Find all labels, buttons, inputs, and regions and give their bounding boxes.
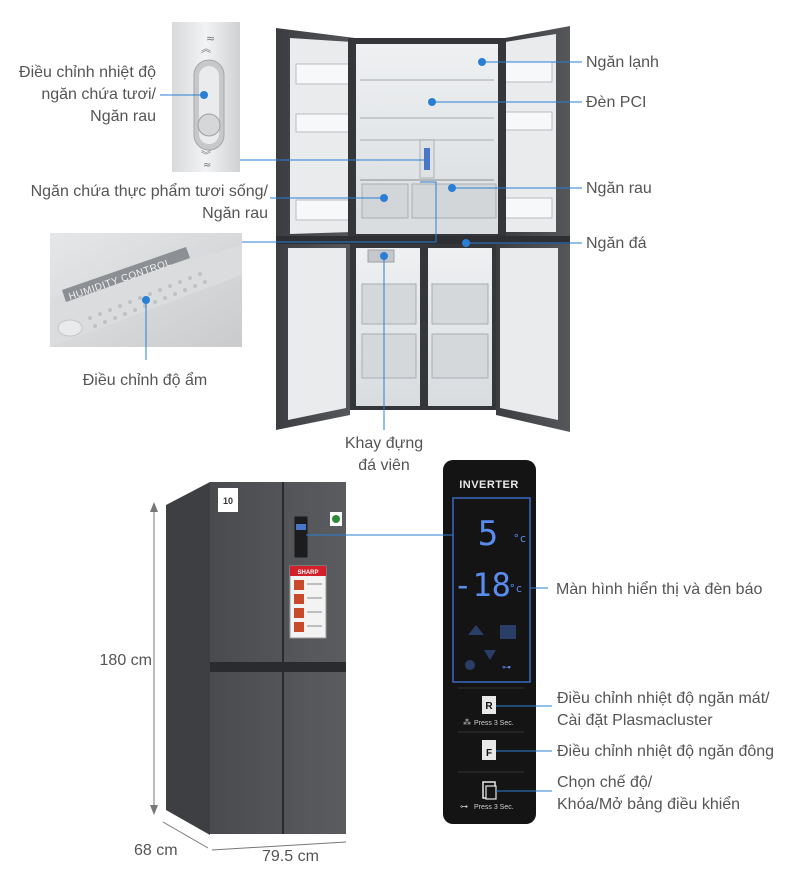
closed-refrigerator: 10 SHARP bbox=[166, 482, 346, 835]
label-fresh-food-line2: Ngăn rau bbox=[202, 205, 268, 222]
label-pci-light: Đèn PCI bbox=[586, 94, 647, 111]
svg-text:≈: ≈ bbox=[206, 32, 215, 45]
label-cold-compartment: Ngăn lạnh bbox=[586, 54, 659, 71]
label-vegetable-drawer: Ngăn rau bbox=[586, 180, 652, 197]
label-fridge-temp-line1: Điều chỉnh nhiệt độ ngăn mát/ bbox=[557, 690, 770, 707]
dimension-depth: 68 cm bbox=[134, 842, 178, 859]
svg-text:︽: ︽ bbox=[201, 44, 211, 55]
label-temp-fresh-line2: ngăn chứa tươi/ bbox=[41, 86, 156, 103]
label-mode-line2: Khóa/Mở bảng điều khiển bbox=[557, 796, 741, 813]
fridge-temp-key: R bbox=[485, 701, 493, 712]
freezer-temp-unit: °c bbox=[509, 582, 522, 595]
press-hint-2: Press 3 Sec. bbox=[474, 804, 514, 811]
inset-temperature-slider: ≈ ︽ ︾ ≈ bbox=[172, 22, 240, 172]
label-humidity-adjust: Điều chỉnh độ ẩm bbox=[82, 372, 208, 389]
control-panel: INVERTER 5 °c -18 °c ⊶ R ⁂ Press 3 Sec. … bbox=[443, 460, 536, 824]
open-refrigerator bbox=[276, 26, 570, 432]
dimension-lines bbox=[150, 502, 347, 851]
label-fridge-temp-line2: Cài đặt Plasmacluster bbox=[557, 712, 713, 729]
svg-text:⊶: ⊶ bbox=[502, 663, 511, 673]
label-temp-fresh-line1: Điều chỉnh nhiệt độ bbox=[19, 64, 156, 81]
label-ice-tray-line1: Khay đựng bbox=[344, 435, 424, 452]
svg-text:⊶: ⊶ bbox=[460, 802, 468, 811]
label-freezer-compartment: Ngăn đá bbox=[586, 235, 647, 252]
warranty-badge: 10 bbox=[223, 496, 233, 506]
fridge-temp-unit: °c bbox=[513, 532, 526, 545]
svg-text:︾: ︾ bbox=[201, 150, 211, 162]
label-mode-line1: Chọn chế độ/ bbox=[557, 774, 653, 791]
svg-text:≈: ≈ bbox=[203, 160, 211, 171]
freezer-temp-readout: -18 bbox=[453, 566, 511, 604]
dimension-height: 180 cm bbox=[99, 652, 152, 669]
fridge-temp-readout: 5 bbox=[478, 514, 498, 554]
brand-sticker-text: SHARP bbox=[297, 570, 318, 576]
leader-lines bbox=[142, 58, 582, 792]
freezer-temp-key: F bbox=[486, 748, 492, 759]
label-temp-fresh-line3: Ngăn rau bbox=[90, 108, 156, 125]
label-fresh-food-line1: Ngăn chứa thực phẩm tươi sống/ bbox=[30, 183, 268, 200]
panel-brand-text: INVERTER bbox=[459, 479, 519, 491]
label-ice-tray-line2: đá viên bbox=[358, 457, 410, 474]
svg-text:⁂: ⁂ bbox=[463, 717, 471, 727]
label-freezer-temp: Điều chỉnh nhiệt độ ngăn đông bbox=[557, 743, 775, 760]
press-hint-1: Press 3 Sec. bbox=[474, 720, 514, 727]
dimension-width: 79.5 cm bbox=[262, 848, 319, 865]
label-display-indicator: Màn hình hiển thị và đèn báo bbox=[556, 581, 763, 598]
